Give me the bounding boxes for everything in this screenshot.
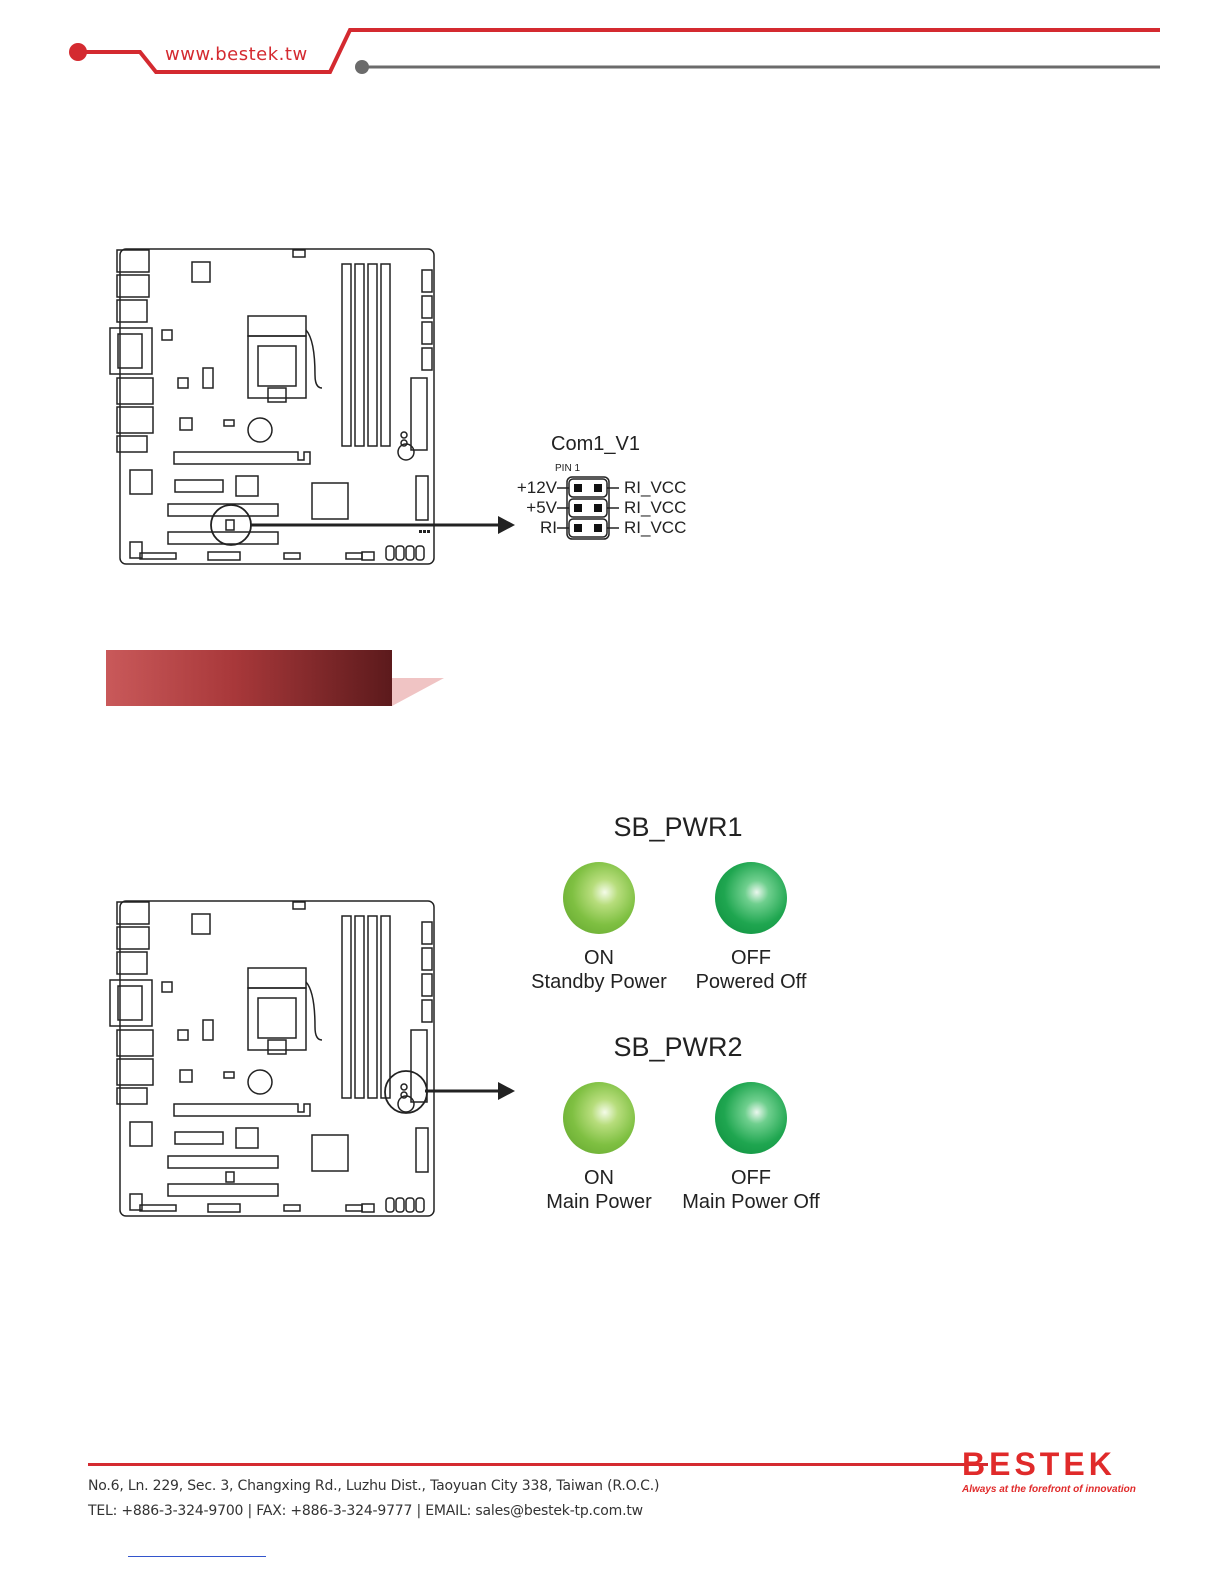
led-state: ON xyxy=(584,1167,614,1189)
led-caption: OFF Main Power Off xyxy=(661,1166,841,1214)
footer-rule xyxy=(88,1463,988,1466)
left-pin-label: +5V xyxy=(526,498,557,517)
connector-title: Com1_V1 xyxy=(551,433,640,455)
brand-slogan: Always at the forefront of innovation xyxy=(962,1484,1136,1495)
led-off-indicator xyxy=(715,862,787,934)
pin-header-graphic xyxy=(557,476,619,540)
led-desc: Main Power xyxy=(546,1191,652,1213)
led-desc: Standby Power xyxy=(531,971,667,993)
right-pin-labels: RI_VCC RI_VCC RI_VCC xyxy=(624,478,686,538)
led-state: OFF xyxy=(731,947,771,969)
pin1-label: PIN 1 xyxy=(555,463,581,474)
pointer-arrow-2 xyxy=(425,1082,515,1100)
header-url[interactable]: www.bestek.tw xyxy=(165,44,308,65)
brand-logo: BESTEK xyxy=(962,1446,1116,1482)
section-heading-tail xyxy=(392,678,444,706)
link-underline xyxy=(128,1556,266,1557)
section-heading-band xyxy=(106,650,392,706)
led-on-indicator xyxy=(563,862,635,934)
led-desc: Main Power Off xyxy=(682,1191,820,1213)
right-pin-label: RI_VCC xyxy=(624,518,687,537)
pointer-arrow-1 xyxy=(250,516,515,534)
led-state: ON xyxy=(584,947,614,969)
led-on-indicator xyxy=(563,1082,635,1154)
right-pin-label: RI_VCC xyxy=(624,498,687,517)
led-caption: ON Main Power xyxy=(509,1166,689,1214)
led-group-title: SB_PWR1 xyxy=(613,812,743,842)
header-graphic xyxy=(69,28,1160,74)
footer-contact[interactable]: TEL: +886-3-324-9700 | FAX: +886-3-324-9… xyxy=(88,1503,643,1519)
led-state: OFF xyxy=(731,1167,771,1189)
led-group-title: SB_PWR2 xyxy=(613,1032,743,1062)
header-red-line xyxy=(78,28,1160,74)
led-desc: Powered Off xyxy=(695,971,807,993)
left-pin-labels: +12V +5V RI xyxy=(505,478,557,538)
led-off-indicator xyxy=(715,1082,787,1154)
led-caption: OFF Powered Off xyxy=(661,946,841,994)
footer-address: No.6, Ln. 229, Sec. 3, Changxing Rd., Lu… xyxy=(88,1478,660,1494)
motherboard-diagram-1 xyxy=(109,248,435,565)
led-caption: ON Standby Power xyxy=(509,946,689,994)
left-pin-label: RI xyxy=(540,518,557,537)
motherboard-diagram-2 xyxy=(109,900,435,1217)
right-pin-label: RI_VCC xyxy=(624,478,687,497)
left-pin-label: +12V xyxy=(516,478,557,497)
